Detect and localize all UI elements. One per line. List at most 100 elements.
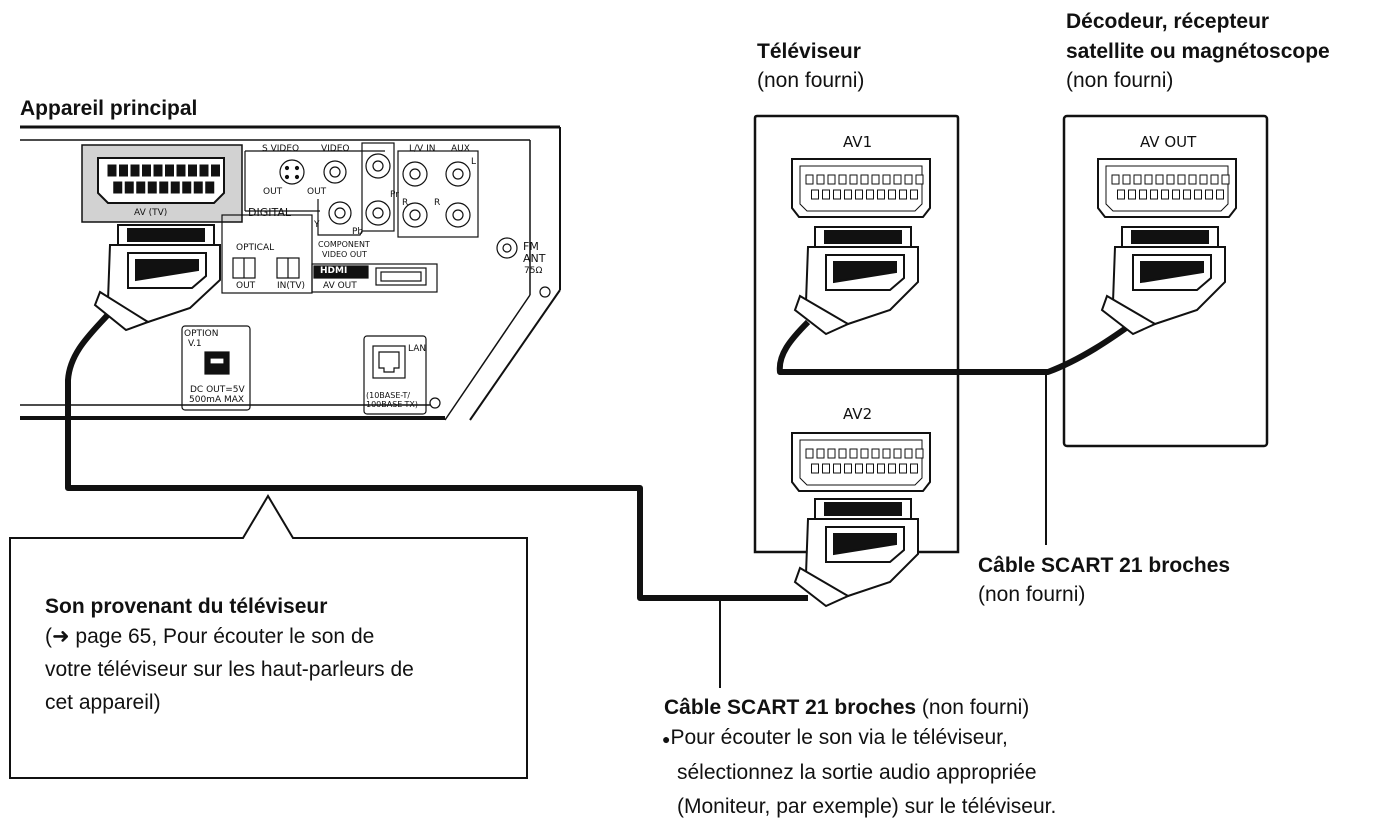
scart-pin (871, 174, 880, 185)
scart-pin (147, 181, 157, 194)
scart-pin (888, 463, 896, 474)
scart-pin (1183, 189, 1191, 200)
scart-pin (904, 174, 913, 185)
scart-pin (176, 164, 186, 177)
scart-pin (1199, 174, 1208, 185)
scart-pin (822, 463, 830, 474)
scart-pin (188, 164, 197, 177)
scart-pin (1188, 174, 1197, 185)
cable-right-note: (non fourni) (978, 583, 1086, 606)
tv-av2-label: AV2 (843, 405, 873, 423)
cable-bottom-bullet: ●Pour écouter le son via le téléviseur, (662, 724, 1008, 753)
lan-label: LAN (408, 344, 427, 354)
scart-pin (107, 164, 117, 177)
scart-pin (1122, 174, 1131, 185)
scart-pin (893, 174, 902, 185)
cable-bottom-title: Câble SCART 21 broches (664, 696, 917, 719)
scart-pin (1117, 189, 1125, 200)
scart-pin (899, 463, 907, 474)
scart-pin (193, 181, 203, 194)
digital-block (221, 214, 438, 294)
decoder-title-line1: Décodeur, récepteur (1066, 10, 1270, 33)
scart-pin (893, 448, 902, 459)
scart-pin (866, 189, 874, 200)
scart-plug-main (93, 224, 221, 332)
scart-pin (827, 448, 836, 459)
scart-plug-tv-av1 (793, 226, 919, 336)
callout-line3: cet appareil) (45, 691, 161, 714)
lan-block (363, 335, 427, 415)
cable-bottom-line2: sélectionnez la sortie audio appropriée (677, 761, 1037, 784)
dc-out-label: DC OUT=5V (190, 385, 245, 395)
scart-pin (805, 174, 814, 185)
scart-pin (811, 463, 819, 474)
scart-pin (805, 448, 814, 459)
scart-pin (827, 174, 836, 185)
scart-pin (860, 174, 869, 185)
hdmi-av-out-label: AV OUT (323, 281, 357, 291)
scart-pin (1177, 174, 1186, 185)
tv-av2-socket (791, 432, 931, 492)
cable-right-title: Câble SCART 21 broches (978, 554, 1231, 577)
scart-pin (838, 448, 847, 459)
audio-r-label-1: R (402, 198, 409, 208)
scart-pin (165, 164, 174, 177)
fm-label: FM (523, 240, 539, 253)
cable-bottom-note: (non fourni) (916, 696, 1030, 719)
video-out-component-label: VIDEO OUT (322, 250, 367, 259)
scart-pin (915, 448, 924, 459)
main-unit-scart-socket (81, 144, 243, 223)
lan-spec-2: 100BASE-TX) (366, 400, 419, 409)
scart-pin (816, 174, 825, 185)
scart-pin (113, 181, 123, 194)
cable-bottom-line1: Pour écouter le son via le téléviseur, (670, 726, 1008, 749)
component-pb-label: Pb (352, 227, 364, 237)
scart-pin (170, 181, 180, 194)
scart-pin (833, 463, 841, 474)
digital-label: DIGITAL (248, 206, 292, 219)
decoder-note: (non fourni) (1066, 69, 1174, 92)
callout-line1: (➜ page 65, Pour écouter le son de (45, 625, 375, 648)
callout-title: Son provenant du téléviseur (45, 595, 328, 618)
option-label: OPTION (184, 329, 219, 339)
scart-pin (124, 181, 134, 194)
callout-line2: votre téléviseur sur les haut-parleurs d… (45, 658, 414, 681)
tv-title: Téléviseur (757, 40, 861, 63)
scart-pin (130, 164, 140, 177)
optical-out-label: OUT (236, 281, 256, 291)
scart-pin (182, 181, 192, 194)
hdmi-logo: HDMI (320, 266, 348, 276)
scart-pin (822, 189, 830, 200)
scart-pin (816, 448, 825, 459)
scart-pin (915, 174, 924, 185)
scart-pin (860, 448, 869, 459)
v1-label: V.1 (188, 339, 202, 349)
scart-pin (211, 164, 220, 177)
scart-pin (882, 174, 891, 185)
optical-in-label: IN(TV) (277, 281, 306, 291)
decoder-av-out-label: AV OUT (1140, 133, 1197, 151)
video-out-label: OUT (307, 187, 327, 197)
audio-r-label-2: R (434, 198, 441, 208)
scart-pin (844, 189, 852, 200)
scart-pin (1172, 189, 1180, 200)
video-label: VIDEO (321, 144, 350, 154)
ohm-label: 75Ω (524, 266, 543, 276)
component-pr-label: Pr (390, 190, 399, 200)
scart-pin (1221, 174, 1230, 185)
scart-pin (871, 448, 880, 459)
av-jack-block (244, 142, 518, 259)
scart-pin (1194, 189, 1202, 200)
scart-pin (1144, 174, 1153, 185)
s-video-out-label: OUT (263, 187, 283, 197)
leader-lines (719, 372, 1047, 688)
scart-pin (844, 463, 852, 474)
scart-pin (877, 463, 885, 474)
scart-pin (199, 164, 209, 177)
usb-option-block (181, 325, 251, 411)
decoder-av-out-socket (1097, 158, 1237, 218)
scart-pin (866, 463, 874, 474)
scart-pin (1166, 174, 1175, 185)
decoder-title-line2: satellite ou magnétoscope (1066, 40, 1330, 63)
